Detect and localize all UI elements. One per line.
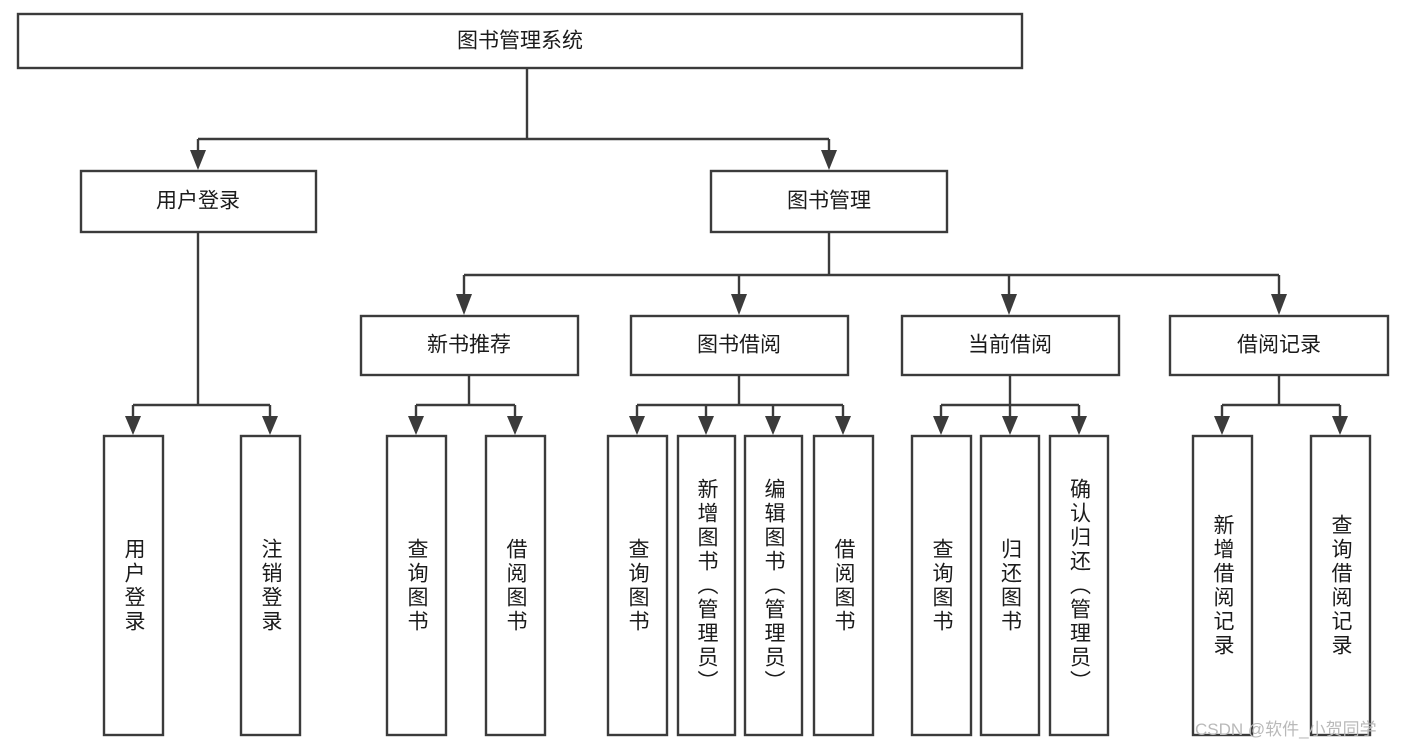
connector-group-current-borrow xyxy=(933,375,1087,435)
node-box-leaf-3[interactable] xyxy=(484,434,547,737)
node-box-leaf-4[interactable] xyxy=(606,434,669,737)
node-label-leaf-9: 归还图书 xyxy=(998,537,1022,634)
node-box-leaf-1[interactable] xyxy=(239,434,302,737)
arrow-head-bb-leaf-4 xyxy=(835,416,851,435)
node-box-leaf-7[interactable] xyxy=(812,434,875,737)
node-box-user-login[interactable] xyxy=(79,169,318,234)
arrow-head-br-leaf-2 xyxy=(1332,416,1348,435)
arrow-head-nbr-leaf-1 xyxy=(408,416,424,435)
arrow-head-book-borrow xyxy=(731,294,747,315)
node-label-borrow-record: 借阅记录 xyxy=(1237,334,1321,357)
node-label-leaf-8: 查询图书 xyxy=(930,537,953,634)
node-box-leaf-2[interactable] xyxy=(385,434,448,737)
node-label-leaf-12: 查询借阅记录 xyxy=(1329,513,1352,658)
node-label-book-manage: 图书管理 xyxy=(787,190,871,213)
node-label-leaf-11: 新增借阅记录 xyxy=(1211,513,1234,658)
arrow-head-bb-leaf-2 xyxy=(698,416,714,435)
arrow-head-cb-leaf-1 xyxy=(933,416,949,435)
arrow-head-cb-leaf-3 xyxy=(1071,416,1087,435)
node-box-leaf-0[interactable] xyxy=(102,434,165,737)
node-box-leaf-10[interactable] xyxy=(1048,434,1110,737)
connector-group-new-book-rec xyxy=(408,375,523,435)
node-label-leaf-6: 编辑图书（管理员） xyxy=(762,477,785,694)
arrow-head-nbr-leaf-2 xyxy=(507,416,523,435)
node-label-current-borrow: 当前借阅 xyxy=(968,334,1052,357)
arrow-head-new-book-rec xyxy=(456,294,472,315)
node-box-new-book-rec[interactable] xyxy=(359,314,580,377)
node-label-leaf-4: 查询图书 xyxy=(626,537,649,634)
arrow-head-bb-leaf-3 xyxy=(765,416,781,435)
arrow-head-leaf-logout xyxy=(262,416,278,435)
node-label-new-book-rec: 新书推荐 xyxy=(427,334,511,357)
node-label-root: 图书管理系统 xyxy=(457,30,583,53)
node-box-book-manage[interactable] xyxy=(709,169,949,234)
connector-group-book-manage xyxy=(456,232,1287,315)
node-box-leaf-8[interactable] xyxy=(910,434,973,737)
node-label-leaf-10: 确认归还（管理员） xyxy=(1067,477,1091,694)
node-label-leaf-2: 查询图书 xyxy=(405,537,428,634)
connector-group-user-login xyxy=(125,232,278,435)
node-box-leaf-9[interactable] xyxy=(979,434,1041,737)
arrow-head-bb-leaf-1 xyxy=(629,416,645,435)
node-box-borrow-record[interactable] xyxy=(1168,314,1390,377)
node-label-leaf-3: 借阅图书 xyxy=(504,537,527,634)
node-label-user-login: 用户登录 xyxy=(156,190,240,213)
node-box-book-borrow[interactable] xyxy=(629,314,850,377)
node-label-leaf-7: 借阅图书 xyxy=(832,537,855,634)
node-label-book-borrow: 图书借阅 xyxy=(697,334,781,357)
node-label-leaf-1: 注销登录 xyxy=(259,537,282,634)
node-label-leaf-0: 用户登录 xyxy=(122,537,145,634)
connector-group-borrow-record xyxy=(1214,375,1348,435)
node-box-leaf-6[interactable] xyxy=(743,434,804,737)
node-box-current-borrow[interactable] xyxy=(900,314,1121,377)
node-box-leaf-12[interactable] xyxy=(1309,434,1372,737)
connector-group-book-borrow xyxy=(629,375,851,435)
arrow-head-cb-leaf-2 xyxy=(1002,416,1018,435)
node-label-leaf-5: 新增图书（管理员） xyxy=(695,477,718,694)
arrow-head-current-borrow xyxy=(1001,294,1017,315)
arrow-head-book-manage xyxy=(821,150,837,170)
node-box-leaf-11[interactable] xyxy=(1191,434,1254,737)
arrow-head-borrow-record xyxy=(1271,294,1287,315)
arrow-head-leaf-user-login xyxy=(125,416,141,435)
node-box-root[interactable] xyxy=(16,12,1024,70)
connector-group-root xyxy=(190,68,837,170)
node-box-leaf-5[interactable] xyxy=(676,434,737,737)
watermark-text: CSDN @软件_小贺同学 xyxy=(1195,720,1377,739)
arrow-head-br-leaf-1 xyxy=(1214,416,1230,435)
arrow-head-user-login xyxy=(190,150,206,170)
